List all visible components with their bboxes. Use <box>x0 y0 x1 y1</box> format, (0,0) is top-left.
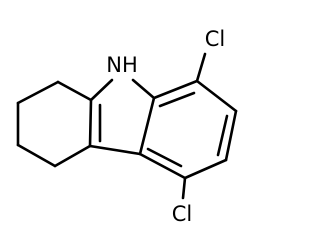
bond-c8a-c1 <box>56 80 93 102</box>
bond-c5-cl <box>181 176 187 200</box>
molecule-canvas: NH Cl Cl <box>16 27 238 226</box>
nh-atom-label: NH <box>106 53 138 77</box>
cyclohexane-ring <box>16 80 93 168</box>
bond-c9a-c4b <box>138 96 156 156</box>
bond-c7-c6 <box>224 109 238 162</box>
bond-c4-c4a <box>53 144 92 168</box>
bond-c7-c6-double <box>216 114 229 157</box>
chlorine-top-label: Cl <box>205 27 226 51</box>
bond-c9a-c8 <box>152 79 199 100</box>
bond-c3-c4 <box>16 143 57 168</box>
bond-c1-c2 <box>16 80 60 105</box>
benzene-ring <box>138 79 238 180</box>
molecule-structure: NH Cl Cl <box>16 27 238 226</box>
bond-c4a-c4b <box>88 144 142 156</box>
bond-c5-c4b-double <box>146 147 183 168</box>
bond-c6-c5 <box>183 158 228 180</box>
bond-c9a-c8-double <box>158 91 196 108</box>
bond-c8a-n <box>89 78 114 102</box>
bond-c8a-c4a <box>88 98 93 148</box>
bond-n-c9a <box>131 78 156 100</box>
pyrrole-ring <box>88 78 156 156</box>
bond-c8-c7 <box>195 79 238 113</box>
bond-c8-cl <box>195 52 207 83</box>
bond-c5-c4b <box>138 152 187 180</box>
chlorine-bottom-label: Cl <box>172 202 193 226</box>
